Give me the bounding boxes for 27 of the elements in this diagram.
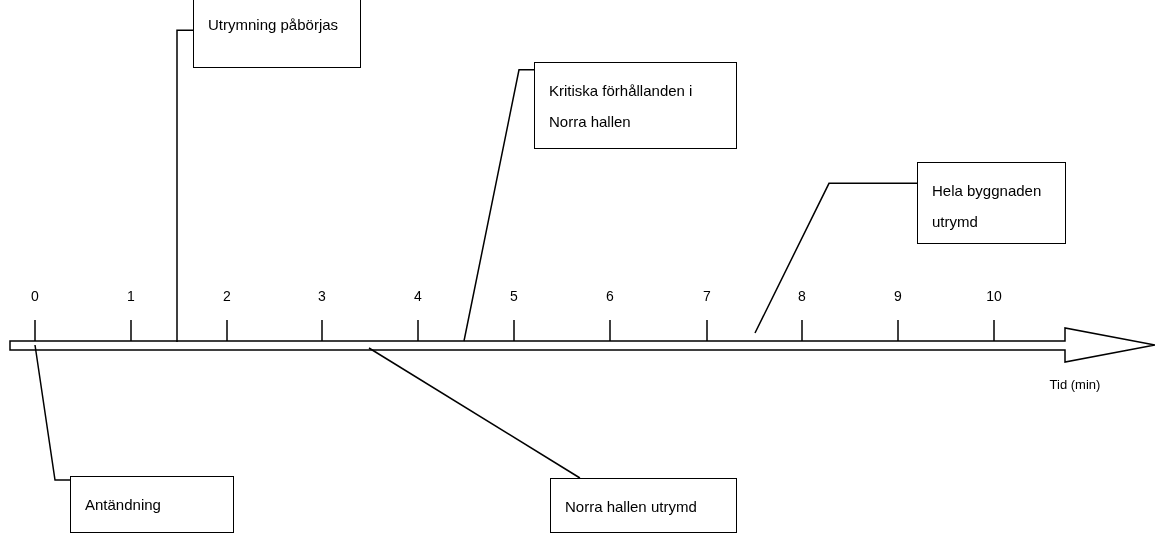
tick-label: 5 (510, 288, 518, 304)
tick-label: 6 (606, 288, 614, 304)
leader-line (754, 182, 918, 334)
event-label: Utrymning påbörjas (208, 15, 340, 35)
tick-label: 0 (31, 288, 39, 304)
event-box (70, 476, 234, 533)
leader-line (463, 69, 535, 342)
axis-title: Tid (min) (1049, 377, 1101, 392)
event-box (534, 62, 737, 149)
tick-label: 1 (127, 288, 135, 304)
leader-line (176, 29, 194, 343)
event-box (193, 0, 361, 68)
event-box (917, 162, 1066, 244)
tick-label: 8 (798, 288, 806, 304)
tick-label: 4 (414, 288, 422, 304)
event-label: Norra hallen utrymd (565, 497, 698, 517)
leader-line (368, 347, 581, 479)
event-label: Hela byggnaden utrymd (932, 181, 1043, 232)
leader-line (34, 344, 71, 481)
tick-label: 9 (894, 288, 902, 304)
event-label: Antändning (85, 495, 162, 515)
tick-label: 10 (986, 288, 1002, 304)
event-label: Kritiska förhållanden i Norra hallen (549, 81, 694, 132)
tick-label: 2 (223, 288, 231, 304)
event-box (550, 478, 737, 533)
tick-label: 7 (703, 288, 711, 304)
tick-label: 3 (318, 288, 326, 304)
